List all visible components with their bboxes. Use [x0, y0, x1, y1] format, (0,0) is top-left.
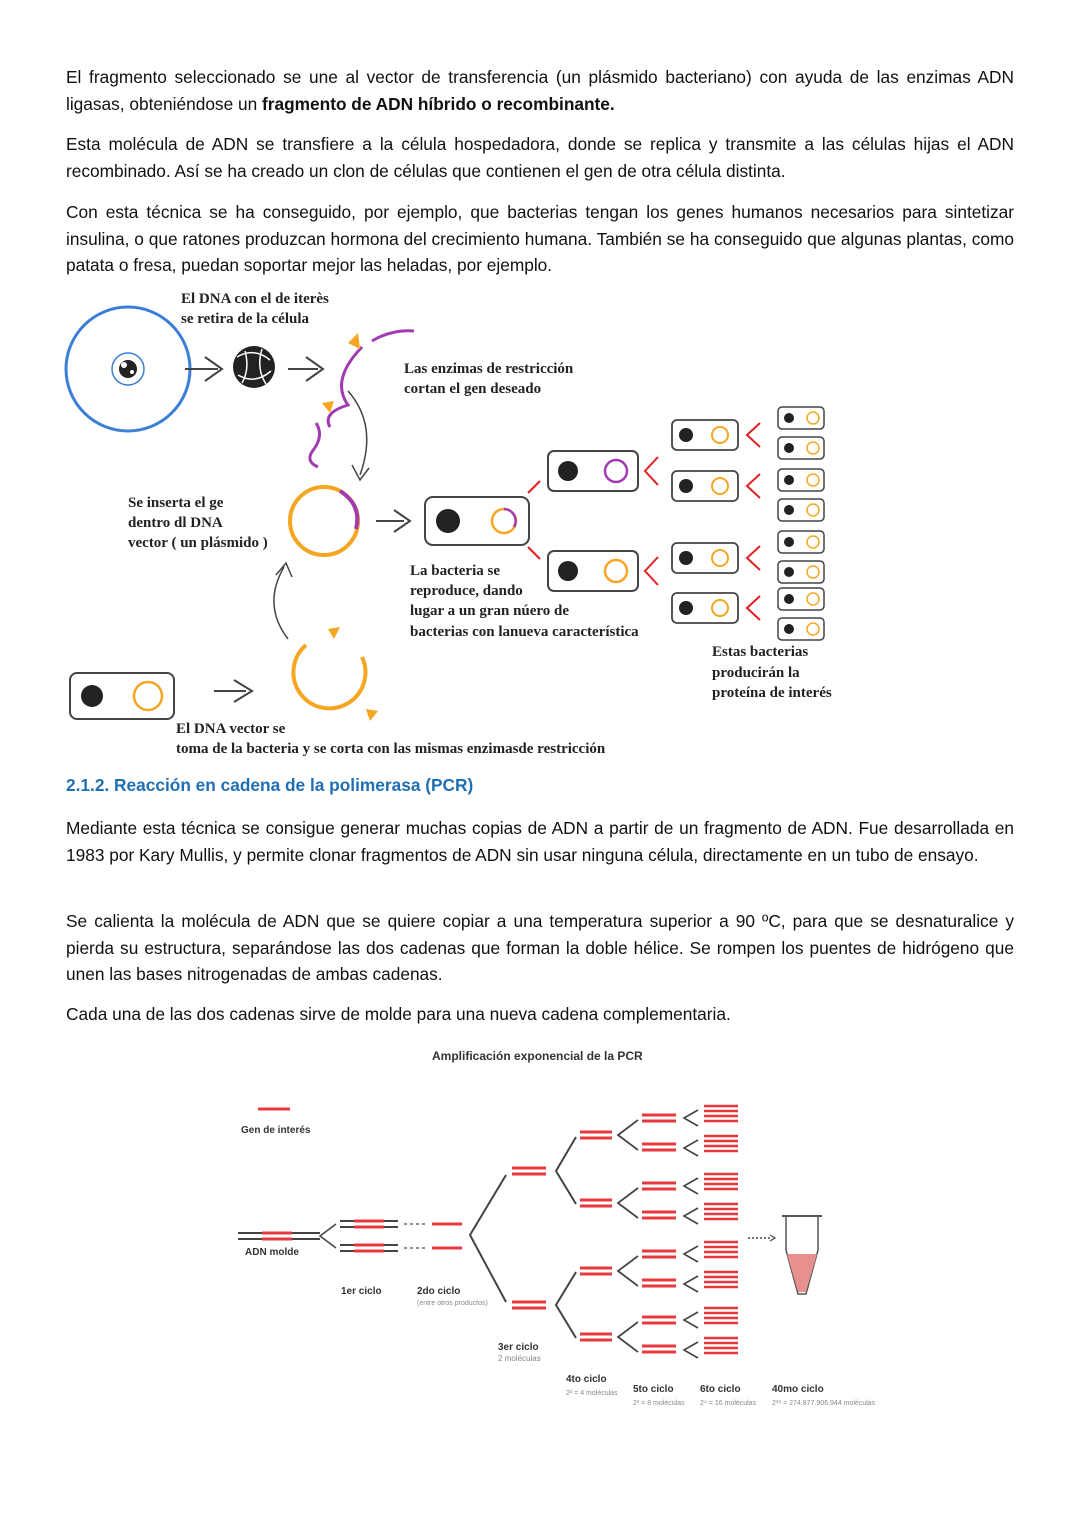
cycle4-strands — [580, 1130, 612, 1342]
arrow-right-icon — [185, 356, 224, 382]
red-arrow-icon — [527, 546, 541, 560]
bacterium-gen4-column — [777, 406, 825, 641]
split-chevron-icon — [682, 1109, 699, 1359]
curved-arrow-icon — [273, 566, 289, 640]
dna-tangle-icon — [233, 346, 275, 388]
bacterium-gen2-bottom — [547, 550, 639, 592]
label-produce-3: proteína de interés — [712, 685, 832, 701]
branch-line — [554, 1136, 577, 1339]
test-tube-icon — [782, 1215, 822, 1295]
section-heading-pcr: 2.1.2. Reacción en cadena de la polimera… — [66, 775, 474, 795]
label-enzymes-1: Las enzimas de restricción — [404, 361, 574, 377]
label-vector-1: El DNA vector se — [176, 721, 286, 737]
arrow-right-icon — [214, 679, 254, 703]
cycle3-note: 2 moléculas — [498, 1354, 541, 1363]
label-reproduce-2: reproduce, dando — [410, 583, 523, 599]
cycle5-label: 5to ciclo — [633, 1384, 674, 1395]
cycle2-note: (entre otros productos) — [417, 1300, 488, 1307]
paragraph-pcr-template: Cada una de las dos cadenas sirve de mol… — [66, 1004, 731, 1024]
label-reproduce-3: lugar a un gran núero de — [410, 603, 569, 619]
label-insert-1: Se inserta el ge — [128, 495, 224, 511]
label-reproduce-4: bacterias con lanueva característica — [410, 624, 639, 640]
bold-term: fragmento de ADN híbrido o recombinante. — [262, 93, 615, 114]
gene-fragment — [326, 345, 364, 428]
label-reproduce-1: La bacteria se — [410, 563, 500, 579]
red-chevron-icon — [643, 556, 659, 586]
cycle3-strands — [512, 1166, 546, 1310]
red-chevron-icon — [643, 456, 659, 486]
inserted-gene — [338, 489, 360, 530]
red-chevron-icon — [745, 422, 761, 621]
red-arrow-icon — [527, 480, 541, 494]
arrow-right-icon — [376, 509, 412, 533]
cycle40-note: 2³⁸ = 274.877.906.944 moléculas — [772, 1400, 876, 1407]
recombinant-dna-diagram: El DNA con el de iterès se retira de la … — [64, 291, 832, 757]
cycle1-strands — [340, 1219, 398, 1253]
cycle5-strands — [642, 1113, 676, 1354]
paragraph-transfer: Esta molécula de ADN se transfiere a la … — [66, 134, 1014, 181]
paragraph-text: El fragmento seleccionado se une al vect… — [66, 67, 1014, 114]
split-chevron-icon — [318, 1223, 337, 1249]
cycle3-label: 3er ciclo — [498, 1342, 539, 1353]
cycle4-note: 2² = 4 moléculas — [566, 1390, 618, 1397]
paragraph-recombinant: El fragmento seleccionado se une al vect… — [66, 64, 1014, 117]
nucleus — [111, 352, 145, 386]
bacterium-gen2-top — [547, 450, 639, 492]
bacterium-gen3 — [671, 419, 739, 624]
bacterium-gen4-contents — [784, 411, 820, 636]
cut-site-marker — [322, 401, 334, 413]
label-insert-3: vector ( un plásmido ) — [128, 535, 268, 551]
label-produce-1: Estas bacterias — [712, 644, 808, 660]
label-enzymes-2: cortan el gen deseado — [404, 381, 541, 397]
branch-line — [468, 1174, 507, 1303]
recombinant-bacterium — [424, 496, 530, 546]
cycle2-strands — [404, 1222, 462, 1250]
arrow-right-icon — [288, 356, 325, 382]
cycle40-label: 40mo ciclo — [772, 1384, 824, 1395]
legend-gene-label: Gen de interés — [241, 1125, 311, 1136]
template-dna — [238, 1231, 320, 1241]
curved-arrow-icon — [347, 390, 368, 476]
label-produce-2: producirán la — [712, 665, 800, 681]
paragraph-examples: Con esta técnica se ha conseguido, por e… — [66, 202, 1014, 275]
label-vector-2: toma de la bacteria y se corta con las m… — [176, 741, 606, 757]
cut-site-marker — [348, 333, 360, 349]
cycle6-label: 6to ciclo — [700, 1384, 741, 1395]
cut-plasmid — [291, 643, 368, 711]
label-insert-2: dentro dl DNA — [128, 515, 223, 531]
cut-site-marker — [366, 709, 378, 721]
vector-bacterium — [69, 672, 175, 720]
cycle2-label: 2do ciclo — [417, 1286, 460, 1297]
cycle4-label: 4to ciclo — [566, 1374, 607, 1385]
split-chevron-icon — [616, 1119, 639, 1353]
gene-fragment — [371, 329, 415, 343]
label-extract-1: El DNA con el de iterès — [181, 291, 329, 307]
template-label: ADN molde — [245, 1247, 299, 1258]
paragraph-pcr-intro: Mediante esta técnica se consigue genera… — [66, 818, 1014, 865]
cut-site-marker — [328, 627, 340, 639]
cycle6-note: 2⁴ = 16 moléculas — [700, 1400, 757, 1407]
label-extract-2: se retira de la célula — [181, 311, 310, 327]
cycle5-note: 2³ = 8 moléculas — [633, 1400, 685, 1407]
cycle6-strands — [704, 1104, 738, 1355]
gene-fragment — [308, 422, 321, 469]
pcr-title: Amplificación exponencial de la PCR — [432, 1049, 643, 1063]
dna-tangle-icon — [119, 360, 137, 378]
cycle1-label: 1er ciclo — [341, 1286, 382, 1297]
pcr-amplification-diagram: Amplificación exponencial de la PCR Gen … — [238, 1049, 876, 1407]
paragraph-pcr-denature: Se calienta la molécula de ADN que se qu… — [66, 911, 1014, 984]
